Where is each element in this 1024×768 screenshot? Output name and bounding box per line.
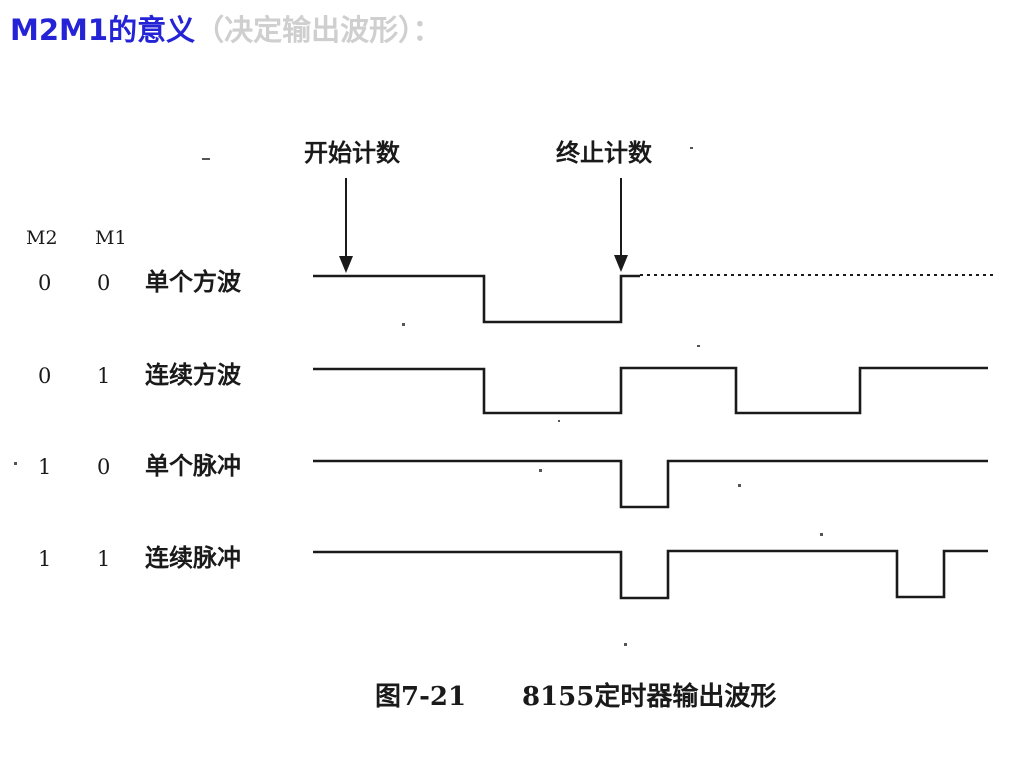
figure-caption: 8155定时器输出波形 [522, 681, 776, 712]
m2-header: M2 [26, 227, 58, 249]
row-4-label: 连续脉冲 [145, 543, 241, 572]
stop-count-arrow [614, 178, 628, 272]
continuous-pulse-wave [313, 549, 988, 600]
figure-number: 图7-21 [375, 682, 466, 712]
row-3-m2: 1 [38, 455, 51, 479]
slide-title: M2M1的意义（决定输出波形）： [10, 8, 442, 52]
row-3-m1: 0 [97, 455, 110, 479]
row-2-m2: 0 [38, 364, 51, 388]
row-1-m2: 0 [38, 271, 51, 295]
m1-header: M1 [95, 227, 127, 249]
row-4-m1: 1 [97, 547, 110, 571]
title-main: M2M1的意义 [10, 13, 196, 47]
title-sub: （决定输出波形）： [195, 13, 442, 47]
row-2-m1: 1 [97, 364, 110, 388]
start-count-label: 开始计数 [304, 138, 401, 167]
row-2-label: 连续方波 [145, 360, 242, 389]
row-3-label: 单个脉冲 [145, 451, 241, 480]
start-count-arrow [339, 178, 353, 273]
row-4-m2: 1 [38, 547, 51, 571]
row-1-label: 单个方波 [145, 267, 242, 296]
single-square-wave [313, 274, 640, 324]
stop-count-label: 终止计数 [556, 138, 653, 167]
continuous-square-wave [313, 366, 988, 415]
scan-specks [14, 147, 823, 646]
row-1-m1: 0 [97, 271, 110, 295]
single-pulse-wave [313, 459, 988, 509]
